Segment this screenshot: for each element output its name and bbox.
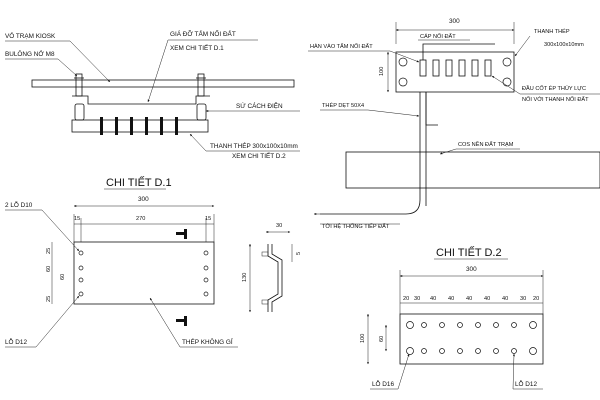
d1-side-profile: 30 130 5 (242, 223, 302, 313)
d1-dim-15b: 15 (205, 216, 211, 222)
d2-spacing: 40 (466, 296, 472, 302)
d2-spacing: 40 (502, 296, 508, 302)
d2-spacing: 20 (403, 296, 409, 302)
grounding-detail: 300 100 HÀN VÀO TẤM NỐI ĐẤT CÁP NỐI ĐẤT (308, 18, 600, 230)
support-bracket (72, 95, 210, 105)
d1-dim-270: 270 (136, 216, 145, 222)
label-toi-he-thong: TỚI HỆ THỐNG TIẾP ĐẤT (322, 222, 390, 230)
d2-dim-100: 100 (360, 334, 366, 343)
d2-spacing-dims: 20 30 40 40 40 40 40 30 20 (403, 296, 539, 302)
label-cos-nen: COS NỀN ĐẤT TRẠM (458, 141, 514, 148)
detail-d2: CHI TIẾT D.2 300 20 30 40 40 40 40 40 30… (360, 246, 544, 390)
bolt-right (196, 73, 206, 97)
label-thanh-thep-right: THANH THÉP (534, 28, 570, 35)
d1-title: CHI TIẾT D.1 (106, 176, 172, 189)
lug-terminals (419, 59, 492, 77)
dim-100-right: 100 (379, 67, 385, 76)
d1-dim-30: 30 (276, 223, 282, 229)
detail-d1: CHI TIẾT D.1 300 15 270 15 25 60 60 25 (5, 176, 302, 348)
bar-bolts (100, 117, 178, 135)
d1-dim-15a: 15 (74, 216, 80, 222)
d2-dim-300: 300 (466, 266, 477, 273)
insulator-left (74, 103, 85, 121)
d1-dim-side: 5 (296, 252, 302, 255)
label-xem-d1: XEM CHI TIẾT D.1 (170, 42, 224, 52)
label-thanh-thep: THANH THÉP 300x100x10mm (210, 141, 298, 150)
insulator-right (196, 103, 207, 121)
d2-title: CHI TIẾT D.2 (436, 246, 502, 259)
flat-steel-conductor (320, 92, 421, 215)
d2-plate (399, 313, 544, 365)
label-noi-voi-thanh: NỐI VỚI THANH NỐI ĐẤT (522, 96, 589, 103)
label-dau-cot-ep: ĐẦU CỐT ÉP THỦY LỰC (522, 85, 586, 92)
d1-dim-130: 130 (242, 273, 248, 282)
kiosk-shell (31, 79, 295, 88)
bolt-left (74, 73, 84, 97)
d2-spacing: 20 (533, 296, 539, 302)
d2-spacing: 40 (448, 296, 454, 302)
d2-spacing: 40 (430, 296, 436, 302)
d2-spacing: 40 (484, 296, 490, 302)
section-mark-bottom (176, 316, 187, 326)
label-thanh-thep-size: 300x100x10mm (544, 42, 584, 48)
ground-cable (422, 43, 495, 60)
label-lo-d12-d1: LỖ D12 (5, 337, 27, 346)
label-lo-d12-d2: LỖ D12 (515, 379, 537, 388)
d1-dim-60a: 60 (46, 266, 52, 272)
label-2-lo-d10: 2 LỖ D10 (5, 200, 33, 209)
label-thep-det: THÉP DẸT 50X4 (322, 102, 364, 109)
d2-spacing: 30 (414, 296, 420, 302)
d1-dim-25a: 25 (46, 248, 52, 254)
d2-holes (406, 321, 537, 355)
section-mark-top (176, 229, 187, 239)
kiosk-mounting-detail: VỎ TRẠM KIOSK BULÔNG NỞ M8 GIÁ ĐỠ TẤM NỐ… (5, 28, 300, 160)
label-bulong-no: BULÔNG NỞ M8 (5, 49, 55, 58)
label-thep-khong-gi: THÉP KHÔNG GỈ (182, 337, 233, 346)
d1-dim-25b: 25 (46, 296, 52, 302)
label-su-cach-dien: SỨ CÁCH ĐIỆN (236, 101, 283, 110)
label-lo-d16: LỖ D16 (372, 379, 394, 388)
label-vo-tram-kiosk: VỎ TRẠM KIOSK (5, 31, 56, 40)
d1-dim-60b: 60 (60, 274, 66, 280)
d2-spacing: 30 (520, 296, 526, 302)
d1-dim-300: 300 (138, 196, 149, 203)
steel-bar (71, 119, 209, 133)
label-xem-d2: XEM CHI TIẾT D.2 (232, 150, 286, 160)
label-han-vao: HÀN VÀO TẤM NỐI ĐẤT (310, 43, 373, 50)
grounding-bar (395, 51, 515, 93)
d1-plate (73, 241, 215, 305)
d2-dim-60: 60 (379, 336, 385, 342)
dim-300-right: 300 (449, 18, 460, 25)
ground-slab (345, 151, 600, 189)
label-cap-noi-dat: CÁP NỐI ĐẤT (420, 33, 456, 40)
label-gia-do: GIÁ ĐỠ TẤM NỐI ĐẤT (170, 28, 236, 38)
